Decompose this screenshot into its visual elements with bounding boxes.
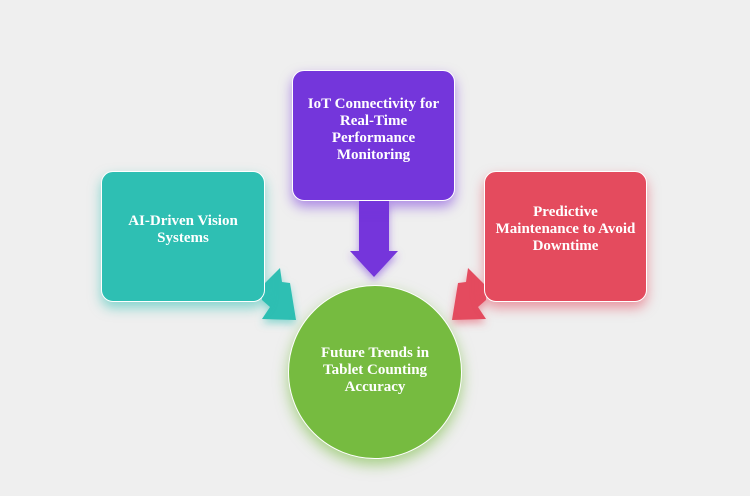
node-label: IoT Connectivity for Real-Time Performan… — [307, 95, 440, 163]
center-node: Future Trends in Tablet Counting Accurac… — [288, 285, 462, 459]
node-ai-vision: AI-Driven Vision Systems — [101, 171, 265, 302]
arrow-down-left-icon — [452, 268, 486, 320]
node-label: Predictive Maintenance to Avoid Downtime — [495, 204, 636, 254]
node-iot-connectivity: IoT Connectivity for Real-Time Performan… — [292, 70, 455, 201]
node-predictive-maintenance: Predictive Maintenance to Avoid Downtime — [484, 171, 647, 302]
center-label: Future Trends in Tablet Counting Accurac… — [320, 344, 430, 395]
node-label: AI-Driven Vision Systems — [128, 212, 238, 246]
arrow-down-icon — [350, 200, 398, 277]
arrow-down-right-icon — [262, 268, 296, 320]
